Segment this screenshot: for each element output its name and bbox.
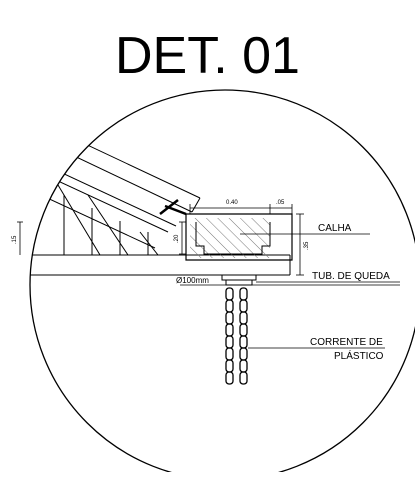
label-corrente-line1: CORRENTE DE — [310, 337, 383, 348]
detail-circle — [29, 89, 415, 477]
roof-rafters — [30, 117, 201, 249]
label-calha: CALHA — [318, 223, 352, 234]
dimension-lines — [17, 204, 304, 276]
gutter-section — [159, 199, 293, 261]
leader-lines — [240, 233, 400, 349]
detail-title: DET. 01 — [115, 27, 300, 85]
label-corrente-line2: PLÁSTICO — [334, 349, 384, 362]
roof-studs — [51, 174, 159, 256]
dim-right-height: .35 — [304, 241, 310, 250]
label-diameter: Ø100mm — [176, 276, 209, 285]
label-tub-queda: TUB. DE QUEDA — [312, 271, 390, 282]
dim-left-height: .15 — [12, 235, 18, 244]
dim-top-width: 0.40 — [226, 200, 238, 206]
plastic-chain — [225, 287, 248, 385]
downpipe — [180, 274, 400, 286]
dim-top-small: .05 — [276, 200, 285, 206]
dim-inner-height: .20 — [174, 234, 180, 243]
